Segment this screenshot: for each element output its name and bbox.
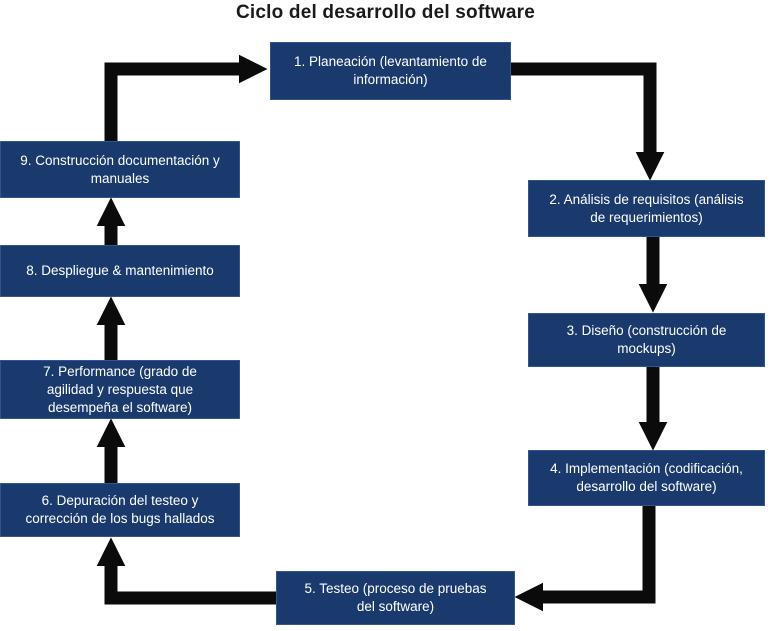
step-box-2: 2. Análisis de requisitos (análisis de r… [528,180,765,237]
arrow-step1-to-step2 [511,62,665,181]
arrow-step4-to-step5 [514,506,656,612]
step-label-6: 6. Depuración del testeo y corrección de… [25,493,215,526]
step-label-4: 4. Implementación (codificación, desarro… [550,461,743,494]
step-box-3: 3. Diseño (construcción de mockups) [528,313,765,367]
step-label-2: 2. Análisis de requisitos (análisis de r… [549,191,744,225]
step-label-9: 9. Construcción documentación y manuales [20,152,220,186]
arrow-step9-to-step1 [104,54,268,141]
step-label-1: 1. Planeación (levantamiento de informac… [294,54,487,87]
step-box-5: 5. Testeo (proceso de pruebas del softwa… [276,571,515,625]
step-box-6: 6. Depuración del testeo y corrección de… [0,483,240,537]
step-label-3: 3. Diseño (construcción de mockups) [566,323,727,356]
step-box-7: 7. Performance (grado de agilidad y resp… [0,360,240,419]
step-box-9: 9. Construcción documentación y manuales [0,141,240,198]
step-box-1: 1. Planeación (levantamiento de informac… [270,42,511,100]
step-box-4: 4. Implementación (codificación, desarro… [528,450,765,506]
step-label-5: 5. Testeo (proceso de pruebas del softwa… [304,581,487,614]
step-label-8: 8. Despliegue & mantenimiento [26,263,214,278]
diagram-title: Ciclo del desarrollo del software [235,2,536,23]
step-box-8: 8. Despliegue & mantenimiento [0,245,240,297]
arrow-step5-to-step6 [96,537,276,605]
step-label-7: 7. Performance (grado de agilidad y resp… [43,363,197,415]
